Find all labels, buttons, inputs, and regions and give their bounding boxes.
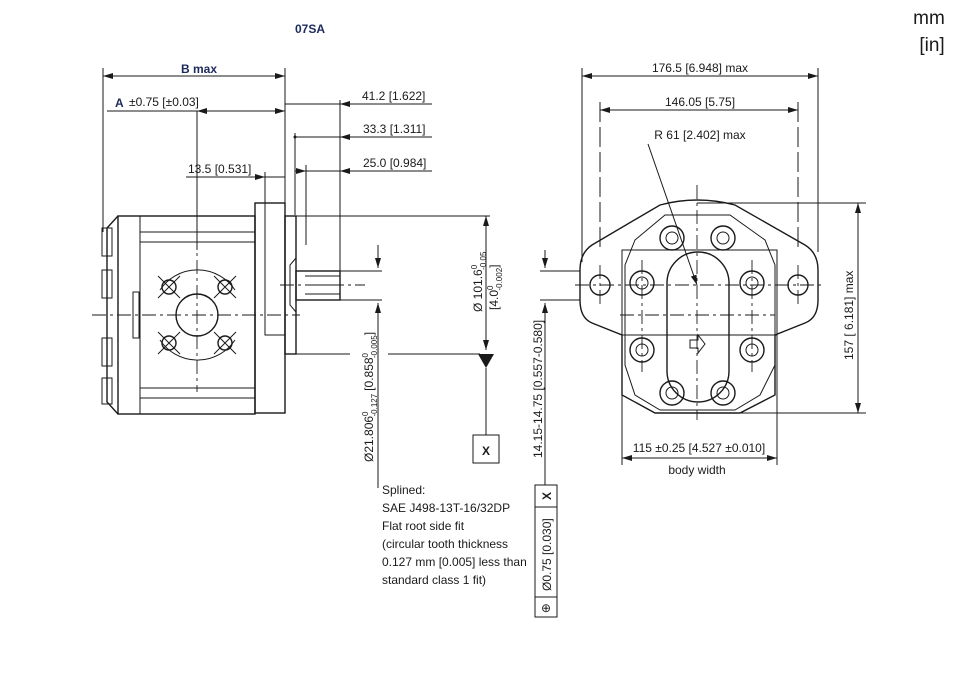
fcf-datum: X (540, 492, 554, 500)
dim-13-5: 13.5 [0.531] (188, 162, 251, 176)
datum-x-label: X (482, 444, 490, 458)
feature-control-frame: X Ø0.75 [0.030] ⊕ (534, 484, 558, 618)
bolt-spacing: 146.05 [5.75] (665, 95, 735, 109)
front-view-dimensions: 176.5 [6.948] max 146.05 [5.75] R 61 [2.… (581, 61, 866, 477)
height-dim: 157 [ 6.181] max (842, 271, 856, 360)
svg-text:SAE J498-13T-16/32DP: SAE J498-13T-16/32DP (382, 501, 510, 515)
spline-note: Splined: SAE J498-13T-16/32DP Flat root … (382, 483, 527, 587)
pilot-diameter: Ø 101.60-0.05 (470, 251, 488, 312)
a-label: A (115, 96, 124, 110)
body-width-value: 115 ±0.25 [4.527 ±0.010] (633, 441, 765, 455)
overall-width: 176.5 [6.948] max (652, 61, 748, 75)
model-title: 07SA (295, 22, 325, 36)
b-max-label: B max (181, 62, 217, 76)
shaft-dimensions: X Ø 101.60-0.05 [4.00-0.002] Ø21.8060-0.… (296, 215, 580, 618)
svg-text:(circular tooth thickness: (circular tooth thickness (382, 537, 508, 551)
svg-text:Splined:: Splined: (382, 483, 425, 497)
dim-41-2: 41.2 [1.622] (362, 89, 425, 103)
spline-length: 14.15-14.75 [0.557-0.580] (531, 320, 545, 458)
radius-dim: R 61 [2.402] max (654, 128, 745, 142)
svg-text:Flat root side fit: Flat root side fit (382, 519, 465, 533)
shaft-diameter: Ø21.8060-0.127[0.8580-0.005] (361, 332, 379, 462)
position-symbol-icon: ⊕ (541, 601, 551, 615)
pump-side-view (92, 202, 365, 415)
bolt-hole-markers (157, 275, 237, 355)
pump-front-view (575, 185, 825, 420)
pilot-diameter-inch: [4.00-0.002] (486, 265, 504, 311)
dim-33-3: 33.3 [1.311] (363, 122, 426, 136)
body-width-label: body width (668, 463, 725, 477)
a-tolerance: ±0.75 [±0.03] (129, 95, 199, 109)
side-view-dimensions: B max A ±0.75 [±0.03] 41.2 [1.622] 33.3 … (102, 62, 432, 272)
fcf-tolerance: Ø0.75 [0.030] (540, 518, 554, 591)
unit-in: [in] (919, 35, 944, 56)
dim-25-0: 25.0 [0.984] (363, 156, 426, 170)
svg-text:standard class 1 fit): standard class 1 fit) (382, 573, 486, 587)
unit-mm: mm (913, 8, 945, 29)
svg-text:0.127 mm [0.005] less than: 0.127 mm [0.005] less than (382, 555, 527, 569)
